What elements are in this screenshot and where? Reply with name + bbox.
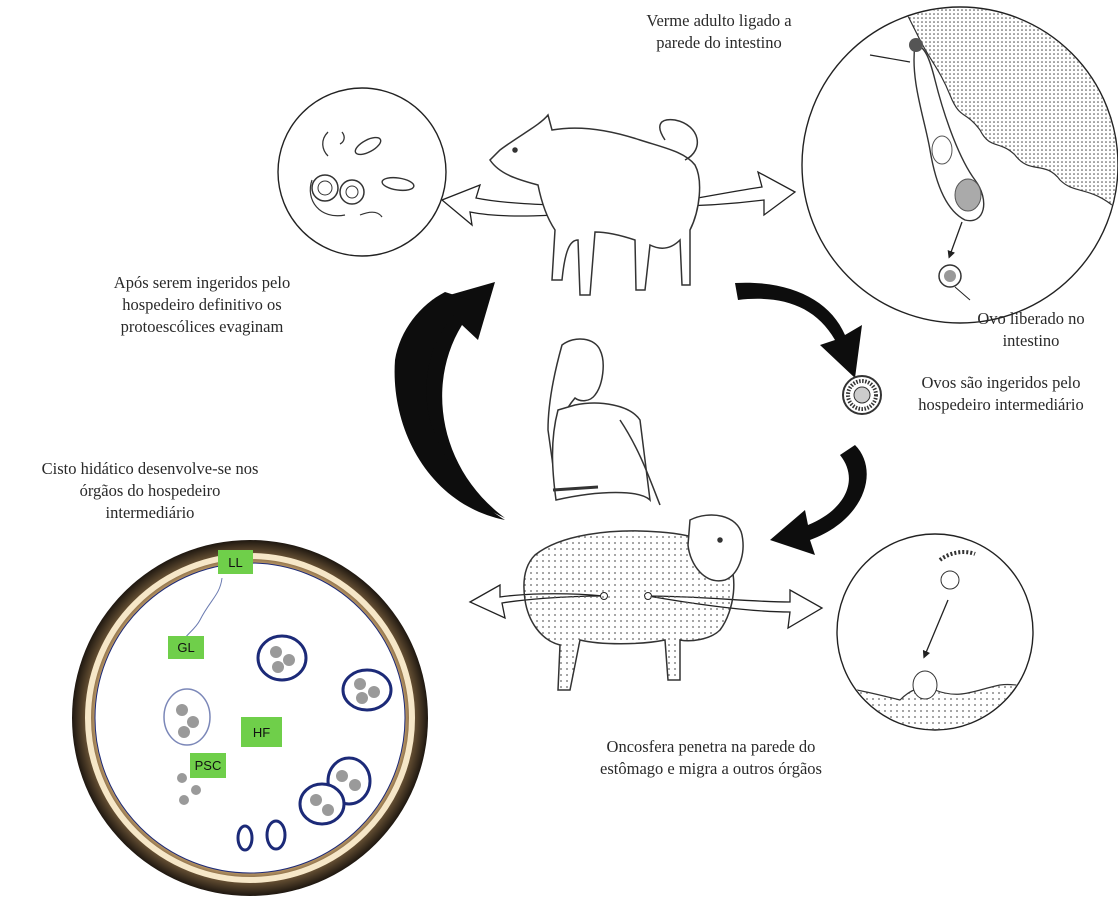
label-line: intestino (946, 330, 1116, 352)
label-eggs-ingested: Ovos são ingeridos pelo hospedeiro inter… (888, 372, 1114, 416)
label-line: protoescólices evaginam (82, 316, 322, 338)
oncosphere-circle (830, 534, 1040, 740)
protoscolices-circle (278, 88, 446, 256)
cycle-arrow-top-right (735, 283, 862, 378)
adult-worm-circle (802, 0, 1118, 323)
human-illustration (548, 339, 660, 505)
label-line: Cisto hidático desenvolve-se nos (0, 458, 300, 480)
label-oncosphere: Oncosfera penetra na parede do estômago … (566, 736, 856, 780)
label-line: Oncosfera penetra na parede do (566, 736, 856, 758)
sheep-illustration (524, 515, 743, 690)
label-line: estômago e migra a outros órgãos (566, 758, 856, 780)
label-line: hospedeiro intermediário (888, 394, 1114, 416)
badge-ll: LL (218, 550, 253, 574)
label-line: Ovo liberado no (946, 308, 1116, 330)
cycle-arrow-left (395, 282, 505, 520)
label-line: intermediário (0, 502, 300, 524)
badge-psc: PSC (190, 753, 226, 778)
badge-hf: HF (241, 717, 282, 747)
label-line: parede do intestino (606, 32, 832, 54)
label-egg-released: Ovo liberado no intestino (946, 308, 1116, 352)
egg-icon-ingested (843, 376, 881, 414)
cycle-arrow-bottom-right (770, 445, 867, 555)
label-line: Ovos são ingeridos pelo (888, 372, 1114, 394)
badge-gl: GL (168, 636, 204, 659)
label-line: órgãos do hospedeiro (0, 480, 300, 502)
label-line: Verme adulto ligado a (606, 10, 832, 32)
label-line: Após serem ingeridos pelo (82, 272, 322, 294)
label-line: hospedeiro definitivo os (82, 294, 322, 316)
label-adult-worm: Verme adulto ligado a parede do intestin… (606, 10, 832, 54)
label-evaginate: Após serem ingeridos pelo hospedeiro def… (82, 272, 322, 338)
label-cyst: Cisto hidático desenvolve-se nos órgãos … (0, 458, 300, 524)
